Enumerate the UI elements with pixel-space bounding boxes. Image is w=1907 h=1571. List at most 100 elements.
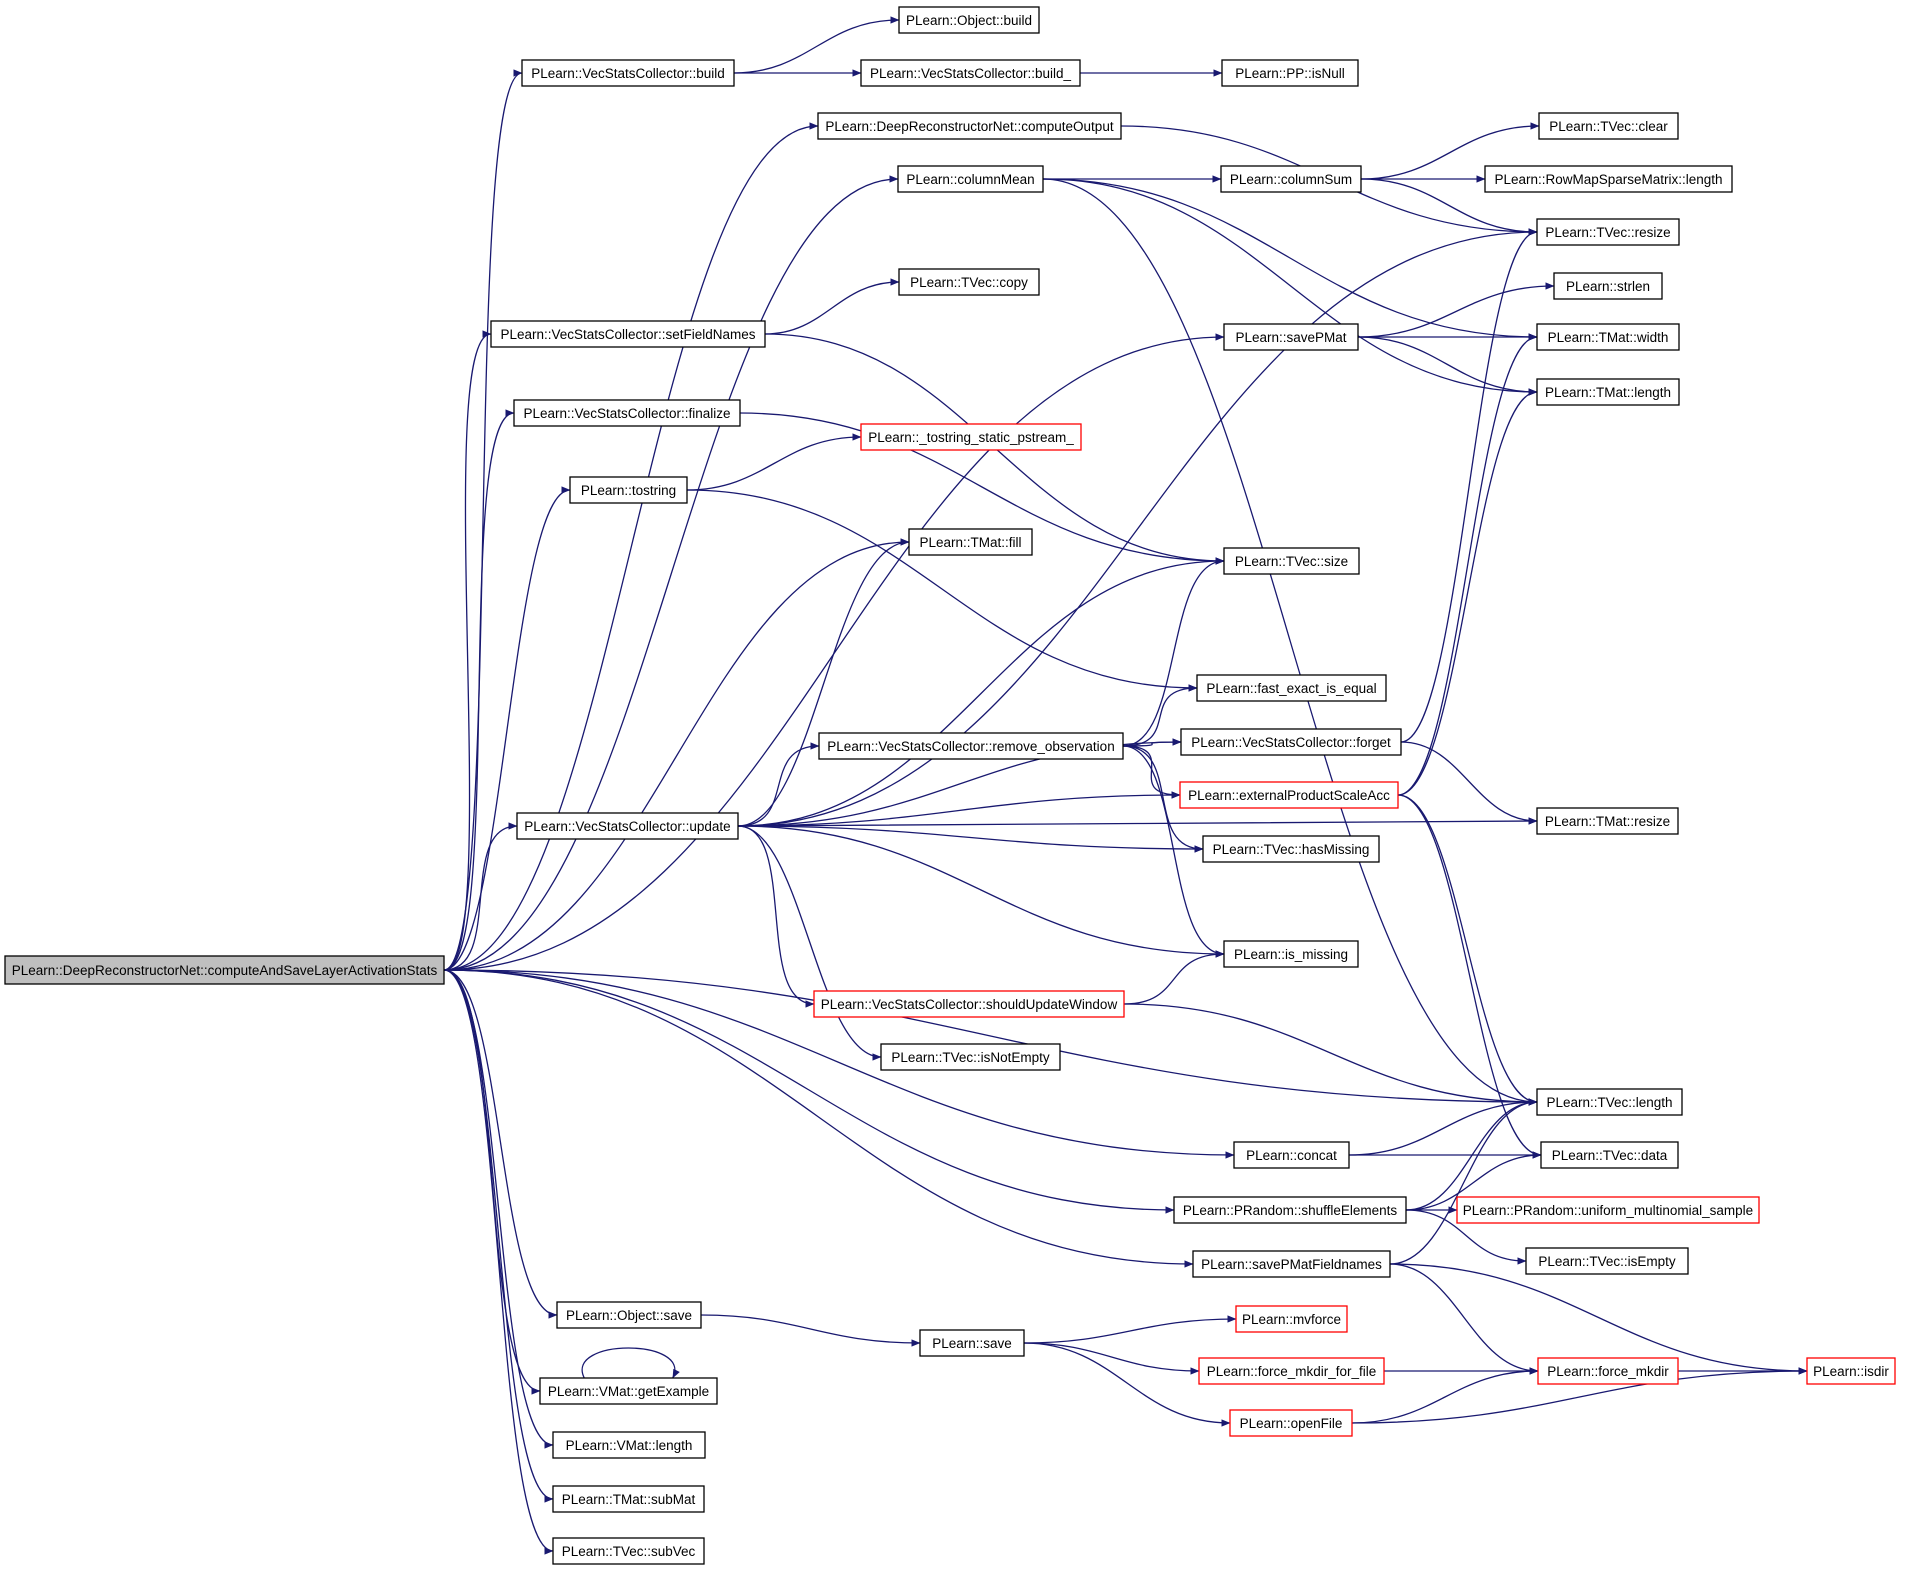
node-savepmat[interactable]: PLearn::savePMat (1223, 323, 1359, 351)
node-openfile[interactable]: PLearn::openFile (1229, 1409, 1353, 1437)
node-label-tvec_hasmissing: PLearn::TVec::hasMissing (1213, 842, 1370, 857)
node-tvec_subvec[interactable]: PLearn::TVec::subVec (552, 1537, 705, 1565)
node-box-vmat_getexample (539, 1377, 718, 1405)
node-label-drn_computeoutput: PLearn::DeepReconstructorNet::computeOut… (825, 119, 1113, 134)
node-label-uniform_multi: PLearn::PRandom::uniform_multinomial_sam… (1463, 1203, 1753, 1218)
node-save[interactable]: PLearn::save (919, 1329, 1025, 1357)
edge-shuffle-to-tvec_isempty (1405, 1209, 1527, 1265)
node-pp_isnull[interactable]: PLearn::PP::isNull (1221, 59, 1359, 87)
node-box-concat (1233, 1141, 1350, 1169)
edge-extprod-to-tmat_width (1397, 333, 1538, 796)
node-vsc_build[interactable]: PLearn::VecStatsCollector::build (521, 59, 735, 87)
node-uniform_multi[interactable]: PLearn::PRandom::uniform_multinomial_sam… (1456, 1196, 1760, 1224)
node-label-vmat_getexample: PLearn::VMat::getExample (548, 1384, 709, 1399)
node-label-columnsum: PLearn::columnSum (1230, 172, 1352, 187)
node-label-tmat_width: PLearn::TMat::width (1548, 330, 1669, 345)
node-vsc_setfieldnames[interactable]: PLearn::VecStatsCollector::setFieldNames (490, 320, 766, 348)
node-tvec_resize[interactable]: PLearn::TVec::resize (1536, 218, 1680, 246)
node-layer: PLearn::DeepReconstructorNet::computeAnd… (4, 6, 1896, 1565)
node-tostring[interactable]: PLearn::tostring (569, 476, 688, 504)
node-vmat_length[interactable]: PLearn::VMat::length (552, 1431, 706, 1459)
node-label-root: PLearn::DeepReconstructorNet::computeAnd… (12, 963, 438, 978)
node-box-vsc_setfieldnames (490, 320, 766, 348)
node-tmat_resize[interactable]: PLearn::TMat::resize (1536, 807, 1679, 835)
edge-vsc_build-to-obj_build (733, 16, 900, 74)
node-vsc_shouldupdate[interactable]: PLearn::VecStatsCollector::shouldUpdateW… (813, 990, 1125, 1018)
node-mvforce[interactable]: PLearn::mvforce (1235, 1305, 1348, 1333)
node-tvec_copy[interactable]: PLearn::TVec::copy (898, 268, 1040, 296)
node-label-tostring_static: PLearn::_tostring_static_pstream_ (868, 430, 1074, 445)
edge-tostring-to-tostring_static (686, 433, 862, 491)
edge-layer (443, 16, 1808, 1555)
node-box-save (919, 1329, 1025, 1357)
node-force_mkdir[interactable]: PLearn::force_mkdir (1537, 1357, 1679, 1385)
node-columnsum[interactable]: PLearn::columnSum (1220, 165, 1362, 193)
node-tmat_submat[interactable]: PLearn::TMat::subMat (552, 1485, 705, 1513)
edge-vsc_forget-to-tvec_resize (1400, 228, 1538, 743)
node-shuffle[interactable]: PLearn::PRandom::shuffleElements (1173, 1196, 1407, 1224)
edge-root-to-vmat_length (443, 969, 554, 1449)
edge-extprod-to-tvec_data (1397, 794, 1542, 1159)
node-columnmean[interactable]: PLearn::columnMean (897, 165, 1044, 193)
node-box-pp_isnull (1221, 59, 1359, 87)
node-root[interactable]: PLearn::DeepReconstructorNet::computeAnd… (4, 955, 445, 985)
node-rmsm_length[interactable]: PLearn::RowMapSparseMatrix::length (1484, 165, 1733, 193)
node-box-tvec_subvec (552, 1537, 705, 1565)
node-label-obj_build: PLearn::Object::build (906, 13, 1032, 28)
node-tostring_static[interactable]: PLearn::_tostring_static_pstream_ (860, 423, 1082, 451)
edge-save-to-mvforce (1023, 1315, 1237, 1344)
node-label-strlen: PLearn::strlen (1566, 279, 1650, 294)
node-tvec_hasmissing[interactable]: PLearn::TVec::hasMissing (1202, 835, 1380, 863)
node-strlen[interactable]: PLearn::strlen (1553, 272, 1663, 300)
node-drn_computeoutput[interactable]: PLearn::DeepReconstructorNet::computeOut… (817, 112, 1122, 140)
node-vsc_remove[interactable]: PLearn::VecStatsCollector::remove_observ… (818, 732, 1124, 760)
node-label-isdir: PLearn::isdir (1813, 1364, 1889, 1379)
node-label-vsc_shouldupdate: PLearn::VecStatsCollector::shouldUpdateW… (821, 997, 1118, 1012)
edge-root-to-tvec_length (443, 969, 1538, 1106)
edge-savepmatfieldnames-to-force_mkdir (1389, 1263, 1539, 1375)
node-is_missing[interactable]: PLearn::is_missing (1223, 940, 1359, 968)
node-box-tvec_isempty (1525, 1247, 1689, 1275)
node-box-tvec_copy (898, 268, 1040, 296)
node-vsc_finalize[interactable]: PLearn::VecStatsCollector::finalize (513, 399, 741, 427)
node-box-vsc_update (516, 812, 739, 840)
node-fast_exact[interactable]: PLearn::fast_exact_is_equal (1196, 674, 1387, 702)
node-savepmatfieldnames[interactable]: PLearn::savePMatFieldnames (1192, 1250, 1391, 1278)
node-concat[interactable]: PLearn::concat (1233, 1141, 1350, 1169)
node-tmat_length[interactable]: PLearn::TMat::length (1536, 378, 1680, 406)
node-label-tvec_clear: PLearn::TVec::clear (1549, 119, 1668, 134)
edge-columnmean-to-tvec_length (1042, 178, 1538, 1106)
node-tvec_clear[interactable]: PLearn::TVec::clear (1538, 112, 1679, 140)
edge-vsc_shouldupdate-to-tvec_length (1123, 1003, 1538, 1106)
node-tmat_fill[interactable]: PLearn::TMat::fill (908, 528, 1033, 556)
edge-root-to-vsc_update (443, 822, 518, 971)
node-label-tvec_subvec: PLearn::TVec::subVec (562, 1544, 696, 1559)
edge-obj_save-to-save (700, 1314, 921, 1347)
node-vsc_update[interactable]: PLearn::VecStatsCollector::update (516, 812, 739, 840)
node-tmat_width[interactable]: PLearn::TMat::width (1536, 323, 1680, 351)
node-box-root (4, 955, 445, 985)
node-tvec_length[interactable]: PLearn::TVec::length (1536, 1088, 1683, 1116)
edge-vsc_update-to-tmat_resize (737, 817, 1538, 827)
node-tvec_isnotempty[interactable]: PLearn::TVec::isNotEmpty (880, 1043, 1061, 1071)
node-label-tvec_resize: PLearn::TVec::resize (1545, 225, 1670, 240)
node-vsc_build_[interactable]: PLearn::VecStatsCollector::build_ (860, 59, 1081, 87)
edge-columnsum-to-tvec_resize (1360, 178, 1538, 236)
node-force_mkdir_for_file[interactable]: PLearn::force_mkdir_for_file (1198, 1357, 1385, 1385)
node-isdir[interactable]: PLearn::isdir (1806, 1357, 1896, 1385)
node-label-tvec_copy: PLearn::TVec::copy (910, 275, 1028, 290)
edge-root-to-tmat_fill (443, 538, 910, 971)
node-obj_build[interactable]: PLearn::Object::build (898, 6, 1040, 34)
node-label-tmat_fill: PLearn::TMat::fill (919, 535, 1021, 550)
node-tvec_size[interactable]: PLearn::TVec::size (1223, 547, 1360, 575)
node-obj_save[interactable]: PLearn::Object::save (556, 1301, 702, 1329)
node-box-uniform_multi (1456, 1196, 1760, 1224)
node-extprod[interactable]: PLearn::externalProductScaleAcc (1179, 781, 1399, 809)
node-label-tvec_isnotempty: PLearn::TVec::isNotEmpty (891, 1050, 1050, 1065)
node-vsc_forget[interactable]: PLearn::VecStatsCollector::forget (1180, 728, 1402, 756)
node-tvec_isempty[interactable]: PLearn::TVec::isEmpty (1525, 1247, 1689, 1275)
node-label-tostring: PLearn::tostring (581, 483, 676, 498)
node-tvec_data[interactable]: PLearn::TVec::data (1540, 1141, 1679, 1169)
node-vmat_getexample[interactable]: PLearn::VMat::getExample (539, 1377, 718, 1405)
